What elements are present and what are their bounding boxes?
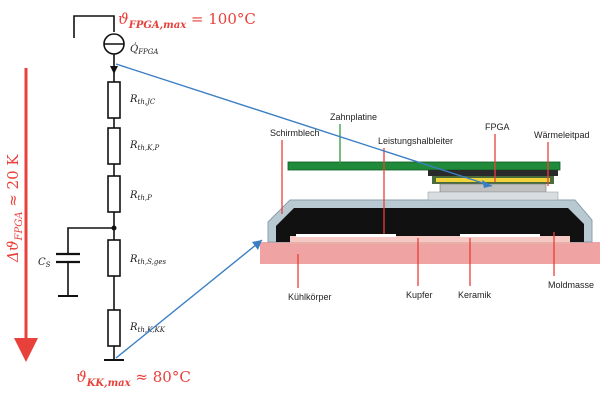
resistor-jc-label: Rth,JC <box>129 94 156 106</box>
bottom-temperature-label: ϑKK,max ≈ 80°C <box>76 368 191 389</box>
resistor-p-label: Rth,P <box>129 190 152 202</box>
ceramic-keramik <box>290 236 570 242</box>
capacitor-label: CS <box>38 257 51 269</box>
heatsink-kuehlkoerper <box>260 242 600 264</box>
label-kupfer: Kupfer <box>406 290 433 300</box>
label-fpga: FPGA <box>485 122 510 132</box>
resistor-p <box>107 175 121 213</box>
pad-block <box>427 191 559 201</box>
mapping-line-top <box>115 63 493 187</box>
copper-kupfer-2 <box>460 234 540 237</box>
heat-source-label: Q̇FPGA <box>130 43 158 56</box>
resistor-jc <box>107 81 121 119</box>
resistor-s-ges <box>107 239 121 277</box>
branch-node <box>111 225 117 231</box>
resistor-k-kk <box>107 309 121 347</box>
label-keramik: Keramik <box>458 290 492 300</box>
resistor-kp <box>107 127 121 165</box>
pcb-zahnplatine <box>287 161 561 171</box>
thermal-pad-waermeleitpad <box>439 183 547 193</box>
resistor-kp-label: Rth,K,P <box>129 140 160 152</box>
delta-temperature-label: ΔϑFPGA ≈ 20 K <box>4 154 25 263</box>
mapping-arrow-top-icon <box>482 180 492 188</box>
label-zahnplatine: Zahnplatine <box>330 112 377 122</box>
junction-arrow-icon <box>110 66 118 74</box>
label-moldmasse: Moldmasse <box>548 280 594 290</box>
top-temperature-label: ϑFPGA,max = 100°C <box>118 10 256 31</box>
mapping-line-bottom <box>115 239 263 359</box>
copper-kupfer <box>296 234 396 237</box>
copper-bottom <box>290 242 570 244</box>
mapping-arrow-bottom-icon <box>252 240 262 250</box>
label-waermeleitpad: Wärmeleitpad <box>534 130 590 140</box>
top-node-wire <box>73 15 115 38</box>
label-leistungshalbleiter: Leistungshalbleiter <box>378 136 453 146</box>
mold-moldmasse <box>276 208 584 242</box>
label-schirmblech: Schirmblech <box>270 128 320 138</box>
label-kuehlkoerper: Kühlkörper <box>288 292 332 302</box>
resistor-s-ges-label: Rth,S,ges <box>129 254 166 266</box>
fpga-package <box>428 170 558 176</box>
